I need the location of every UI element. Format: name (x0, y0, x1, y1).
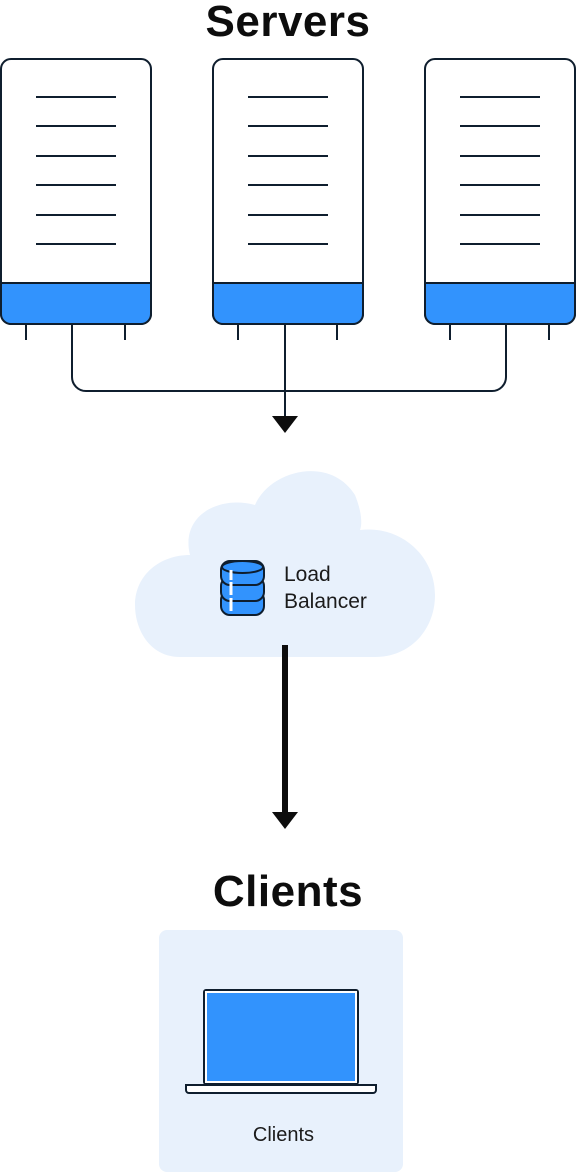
server-1 (0, 58, 152, 340)
load-balancer-label-line1: Load (284, 563, 331, 586)
laptop-icon (185, 989, 377, 1094)
clients-label: Clients (252, 1124, 315, 1146)
server-rack-icon (0, 58, 152, 340)
server-2 (212, 58, 364, 340)
clients-title: Clients (212, 867, 364, 916)
database-stack-icon (220, 560, 265, 616)
load-balancer-label-line2: Balancer (284, 590, 367, 613)
server-3 (424, 58, 576, 340)
server-rack-icon (424, 58, 576, 340)
arrow-to-clients (272, 812, 298, 829)
arrow-to-load-balancer (272, 416, 298, 433)
server-rack-icon (212, 58, 364, 340)
servers-title: Servers (205, 0, 371, 46)
servers-connector (71, 324, 507, 416)
load-balancer-label: Load Balancer (284, 561, 367, 615)
cloud-shape (135, 471, 435, 657)
